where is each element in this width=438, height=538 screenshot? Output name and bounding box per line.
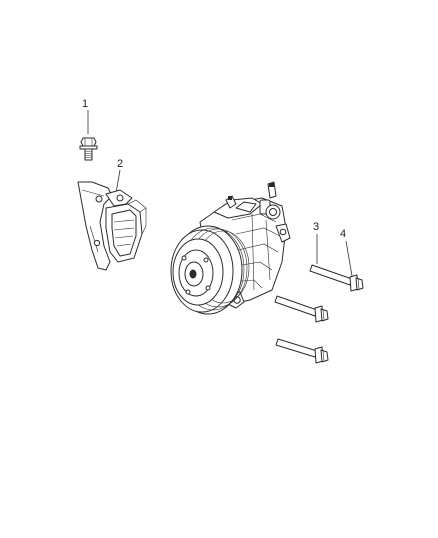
small-bolt (79, 137, 98, 161)
callout-4: 4 (340, 228, 353, 277)
callout-4-leader (345, 240, 353, 277)
callout-2: 2 (115, 158, 123, 194)
callout-1: 1 (82, 98, 89, 134)
callout-2-label: 2 (117, 158, 123, 170)
compressor (170, 181, 291, 315)
bracket (77, 181, 147, 271)
callout-3-label: 3 (313, 221, 319, 233)
long-bolt-middle (274, 295, 329, 323)
long-bolt-top (309, 264, 364, 292)
callout-2-leader (115, 169, 121, 194)
callout-1-label: 1 (82, 98, 88, 110)
long-bolt-bottom (275, 338, 329, 364)
callout-3: 3 (313, 221, 319, 264)
callout-4-label: 4 (340, 228, 346, 240)
